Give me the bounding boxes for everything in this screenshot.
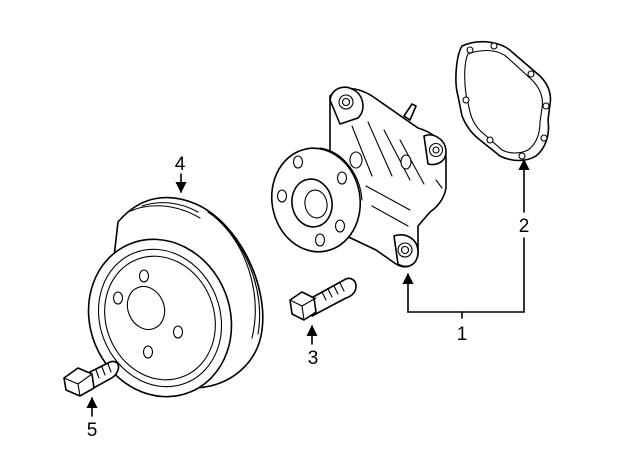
water-pump-icon[interactable] [264,86,447,268]
bolt-icon[interactable] [63,360,120,397]
bolt-icon[interactable] [289,277,357,321]
pulley-icon[interactable] [65,196,264,419]
gasket-icon[interactable] [455,40,552,162]
callout-3: 3 [308,348,319,369]
callout-1: 1 [457,324,468,345]
callout-2: 2 [519,216,530,237]
callout-4: 4 [175,154,186,175]
callout-5: 5 [87,420,98,441]
leader-lines [86,158,530,417]
